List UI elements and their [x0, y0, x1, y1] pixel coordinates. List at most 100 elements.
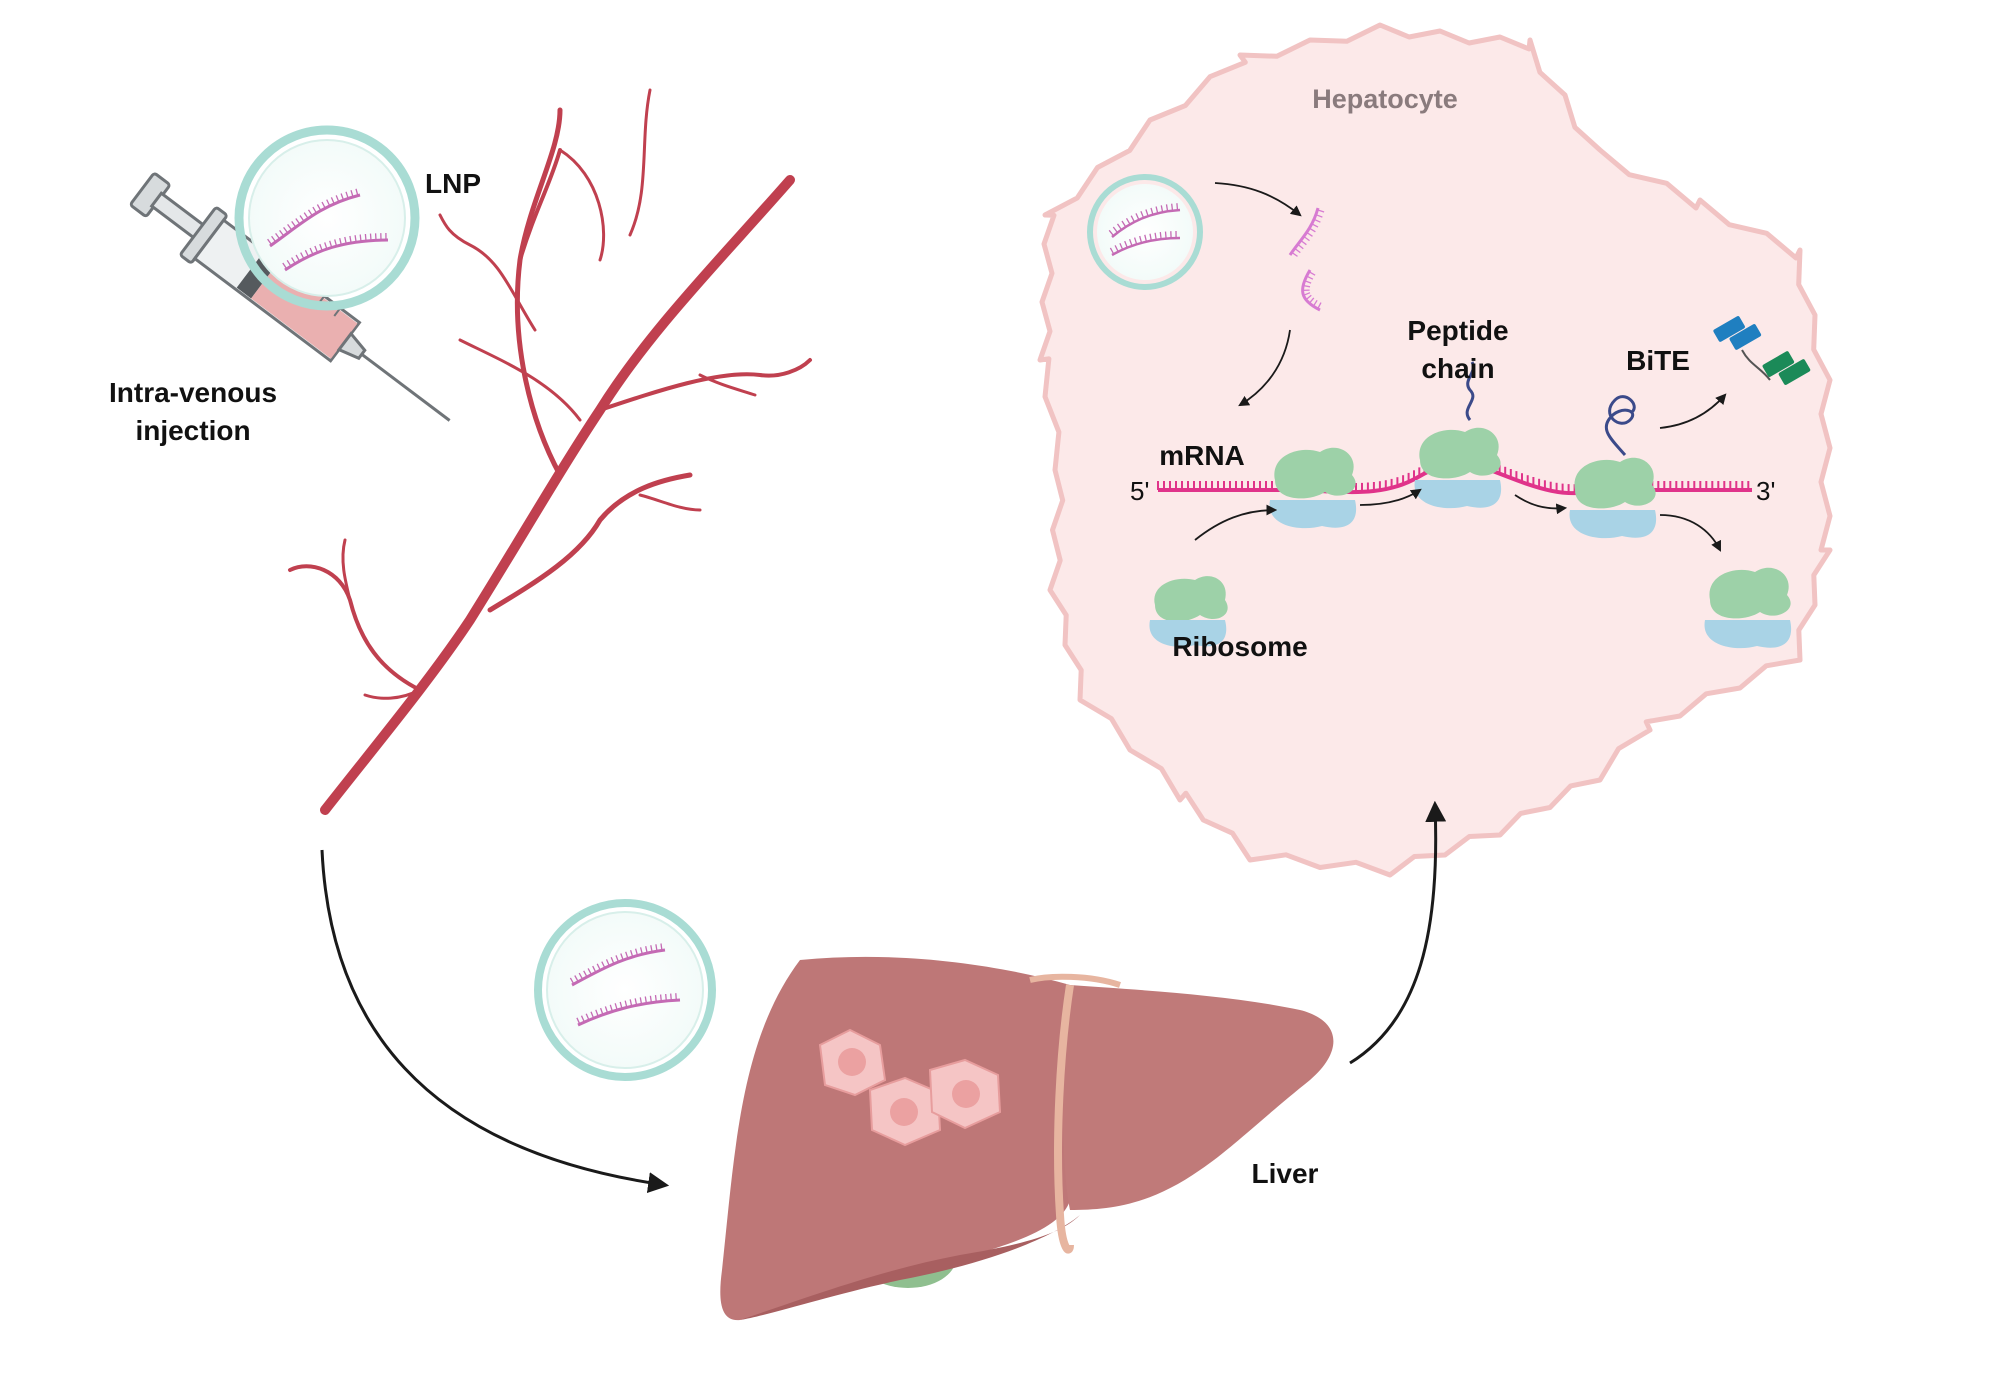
payload-tick	[275, 233, 281, 240]
payload-ticks	[282, 232, 387, 270]
arrow-to-liver	[320, 849, 670, 1194]
payload-tick	[279, 230, 285, 237]
payload-tick	[350, 190, 354, 198]
payload-tick	[334, 239, 338, 247]
lnp-label: LNP	[425, 168, 481, 199]
payload-tick	[604, 1006, 609, 1014]
mrna-payload	[1111, 236, 1181, 257]
payload-tick	[634, 948, 639, 956]
payload-tick	[1305, 294, 1312, 301]
payload-tick	[1311, 223, 1319, 228]
ribosome-label: Ribosome	[1172, 631, 1307, 662]
payload-tick	[655, 944, 658, 952]
payload-tick	[645, 946, 648, 954]
peptide-chain-label: Peptide	[1407, 315, 1508, 346]
payload-tick	[309, 247, 314, 255]
mrna-payload	[577, 998, 681, 1027]
arrow-to-hepatocyte	[1349, 800, 1447, 1065]
liver-icon	[720, 956, 1334, 1321]
blood-vessel	[288, 88, 812, 815]
payload-tick	[314, 245, 319, 253]
peptide-chain-label: chain	[1421, 353, 1494, 384]
vessel-trunk	[320, 175, 795, 815]
payload-tick	[316, 204, 322, 211]
payload-tick	[1315, 214, 1323, 218]
payload-tick	[634, 998, 638, 1006]
payload-tick	[291, 257, 296, 264]
payload-tick	[649, 995, 653, 1003]
vessel-branch	[438, 213, 537, 332]
peptide-chain	[1604, 395, 1636, 456]
bite-label: BiTE	[1626, 345, 1690, 376]
payload-tick	[1313, 218, 1321, 223]
bite-icon	[1713, 316, 1811, 385]
payload-tick	[283, 227, 289, 234]
payload-tick	[1303, 292, 1311, 296]
payload-tick	[569, 977, 575, 985]
lnp-in-cell	[1087, 174, 1203, 290]
payload-tick	[1128, 238, 1133, 247]
payload-tick	[609, 1004, 614, 1012]
vessel-branch	[514, 107, 563, 478]
payload-tick	[300, 252, 305, 260]
hepatocyte-label: Hepatocyte	[1312, 84, 1458, 114]
arrow-bind	[1194, 504, 1278, 541]
payload-tick	[287, 224, 293, 231]
payload-tick	[364, 233, 367, 242]
payload-tick	[1294, 247, 1301, 254]
mrna-payload	[1111, 208, 1181, 238]
payload-tick	[1165, 204, 1169, 212]
payload-tick	[583, 970, 588, 978]
payload-tick	[321, 201, 326, 209]
mrna-payload	[571, 948, 666, 987]
payload-tick	[1159, 232, 1162, 240]
vessel-branch	[558, 148, 606, 262]
payload-tick	[1154, 232, 1157, 240]
payload-tick	[650, 945, 653, 953]
payload-tick	[675, 993, 677, 1001]
payload-tick	[1171, 203, 1174, 211]
tumor-cluster	[818, 1028, 1002, 1147]
payload-tick	[1124, 240, 1128, 248]
payload-tick	[282, 262, 288, 270]
payload-tick	[1149, 233, 1152, 241]
mrna-label: mRNA	[1159, 440, 1245, 471]
payload-tick	[1176, 203, 1179, 211]
vessel-branch	[638, 493, 702, 512]
payload-tick	[335, 195, 340, 203]
payload-tick	[596, 963, 601, 971]
injection-label: injection	[135, 415, 250, 446]
payload-tick	[359, 234, 362, 242]
payload-tick	[639, 947, 643, 955]
vessel-branch	[518, 148, 562, 262]
payload-tick	[304, 249, 309, 257]
payload-tick	[592, 965, 597, 973]
payload-tick	[578, 972, 584, 980]
payload-tick	[1297, 243, 1304, 250]
payload-tick	[1155, 206, 1159, 214]
payload-tick	[590, 1011, 595, 1019]
payload-ticks	[1302, 271, 1322, 310]
payload-tick	[1116, 223, 1123, 231]
five-prime-label: 5'	[1130, 476, 1149, 506]
vessel-branch	[288, 564, 422, 692]
payload-tick	[625, 951, 629, 959]
payload-tick	[1119, 242, 1124, 250]
payload-tick	[1317, 302, 1322, 310]
payload-tick	[339, 237, 342, 246]
payload-tick	[587, 968, 592, 975]
arrow-terminate	[1659, 514, 1721, 552]
payload-tick	[354, 235, 357, 243]
payload-tick	[1304, 280, 1312, 284]
payload-tick	[1306, 231, 1313, 237]
payload-tick	[295, 254, 301, 262]
arrow-elongate	[1359, 488, 1422, 506]
liver-shadow	[740, 1215, 1080, 1320]
arrow-release	[1214, 182, 1302, 217]
payload-tick	[1135, 213, 1140, 221]
payload-tick	[344, 236, 347, 244]
payload-ticks	[1109, 230, 1177, 255]
payload-tick	[312, 206, 318, 214]
payload-tick	[329, 240, 333, 248]
